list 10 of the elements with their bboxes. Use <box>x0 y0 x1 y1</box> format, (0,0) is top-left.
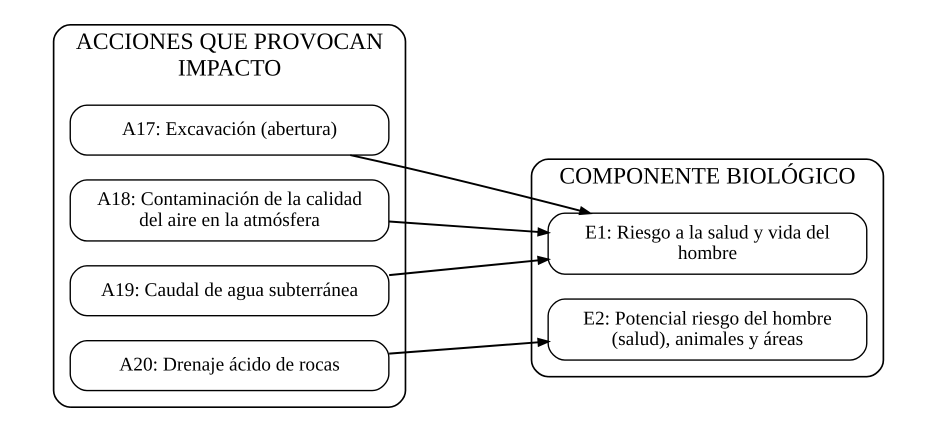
arrow <box>388 338 551 355</box>
node-box: E2: Potencial riesgo del hombre (salud), animales y áreas <box>546 298 867 361</box>
node-box: A17: Excavación (abertura) <box>69 104 390 156</box>
arrow <box>350 154 592 216</box>
arrow <box>388 220 551 237</box>
arrow <box>388 256 551 276</box>
node-box: A20: Drenaje ácido de rocas <box>69 340 390 392</box>
node-box: E1: Riesgo a la salud y vida del hombre <box>546 212 867 275</box>
node-box: A19: Caudal de agua subterránea <box>69 265 390 316</box>
node-box: A18: Contaminación de la calidad del aire en la atmósfera <box>69 179 390 242</box>
